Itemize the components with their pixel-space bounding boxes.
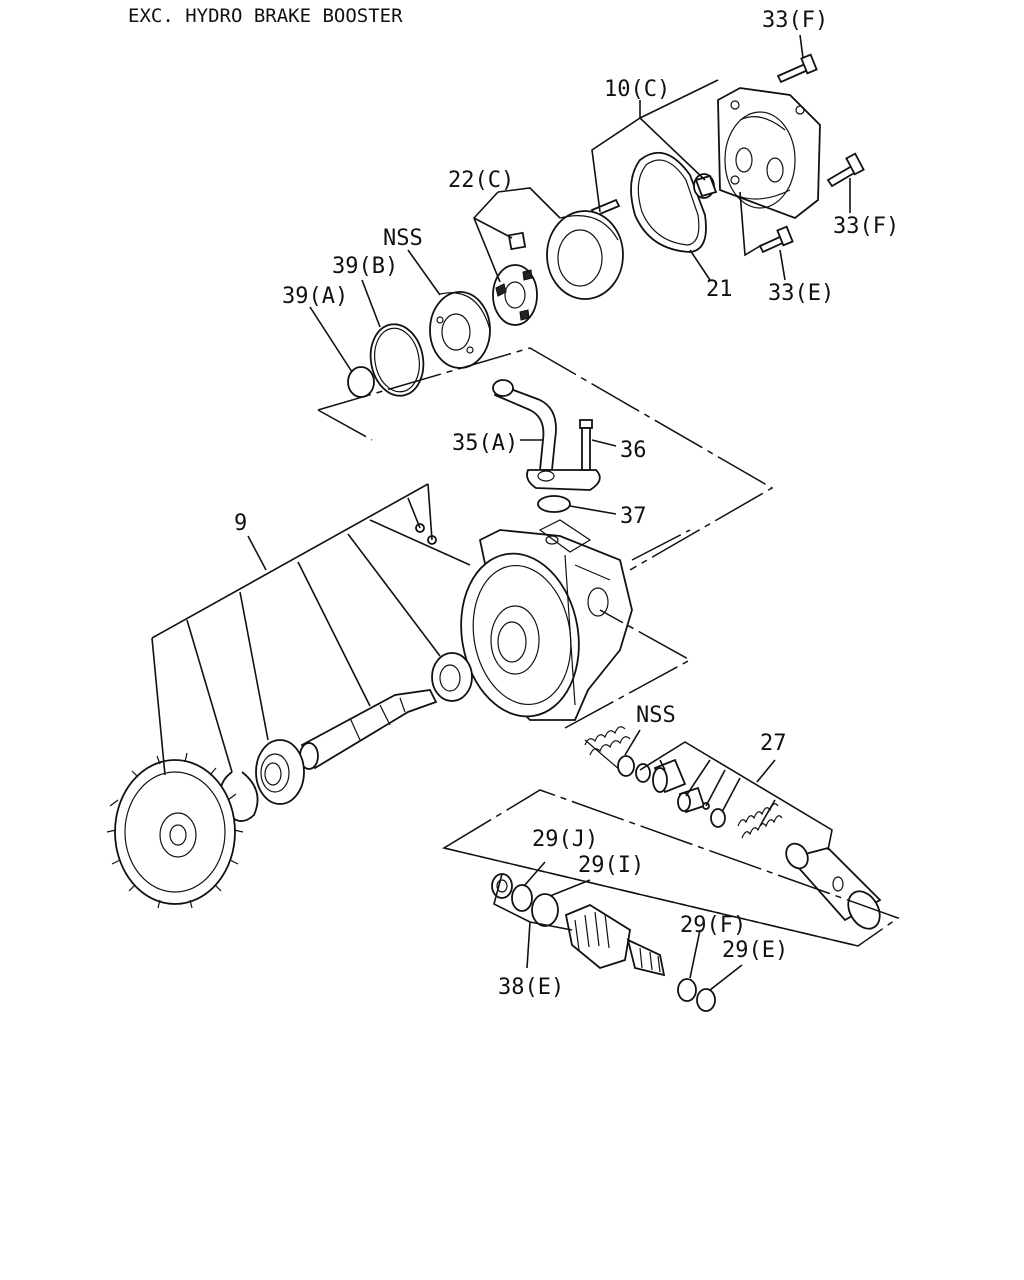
label-33f-right: 33(F) [833,214,899,239]
leader-9 [151,483,471,776]
flow-control-valve [785,842,882,930]
leader-33e [739,191,786,281]
o-ring-39b [369,323,425,397]
upper-group-outline [317,347,774,571]
leader-nss-top [407,249,441,296]
o-ring-37 [537,495,571,513]
drive-gear [106,752,244,909]
leader-29i [549,879,591,897]
vane-22c [507,231,527,251]
bushing-10c [693,173,718,199]
label-21: 21 [706,277,733,302]
leader-39b [361,279,381,328]
o-ring-29j [511,884,533,912]
o-ring-29f [677,978,697,1002]
side-plate [429,291,491,369]
cam-ring [546,210,624,300]
leader-37 [569,505,617,515]
label-22c: 22(C) [448,168,514,193]
label-29f: 29(F) [680,913,746,938]
label-27: 27 [760,731,787,756]
label-29i: 29(I) [578,853,644,878]
leader-nss-mid [624,729,641,756]
label-9: 9 [234,511,247,536]
label-38e: 38(E) [498,975,564,1000]
leader-29j [523,861,546,887]
leader-29f [689,929,701,979]
shaft-seal [431,652,473,702]
valve-spring [737,803,783,839]
label-nss-top: NSS [383,226,423,251]
leader-33f-top [799,34,804,59]
label-29e: 29(E) [722,938,788,963]
o-ring-29e [696,988,716,1012]
diagram-title: EXC. HYDRO BRAKE BOOSTER [128,5,403,27]
label-29j: 29(J) [532,827,598,852]
bearing [255,739,305,805]
label-36: 36 [620,438,647,463]
valve-plug [677,786,706,814]
leader-10c [591,79,719,213]
leader-27 [639,741,833,851]
rear-cover [717,87,821,220]
leader-29e [709,964,743,991]
fitting-cap [491,873,513,899]
rotor [492,264,538,326]
bolt-36 [579,419,593,471]
relief-spring-nss [584,726,635,777]
valve-seat [710,808,726,828]
label-39b: 39(B) [332,254,398,279]
valve-ring [635,763,651,783]
o-ring-29i [531,893,559,927]
leader-22c [473,187,561,283]
relief-fitting-38e [564,903,666,977]
label-35a: 35(A) [452,431,518,456]
label-33f-top: 33(F) [762,8,828,33]
leader-36 [591,439,617,447]
bolt-33f-top [776,53,818,84]
label-39a: 39(A) [282,284,348,309]
cover-gasket [630,151,707,253]
bolt-33f-right [826,152,865,188]
pump-housing [460,519,633,721]
leader-39a [309,306,353,373]
bolt-33e [758,225,794,254]
leader-21 [689,249,711,281]
drive-shaft [299,689,438,770]
label-10c: 10(C) [604,77,670,102]
label-33e: 33(E) [768,281,834,306]
valve-sleeve [652,758,687,794]
leader-38e [493,873,573,969]
suction-pipe-35a [492,379,601,491]
label-nss-mid: NSS [636,703,676,728]
label-37: 37 [620,504,647,529]
